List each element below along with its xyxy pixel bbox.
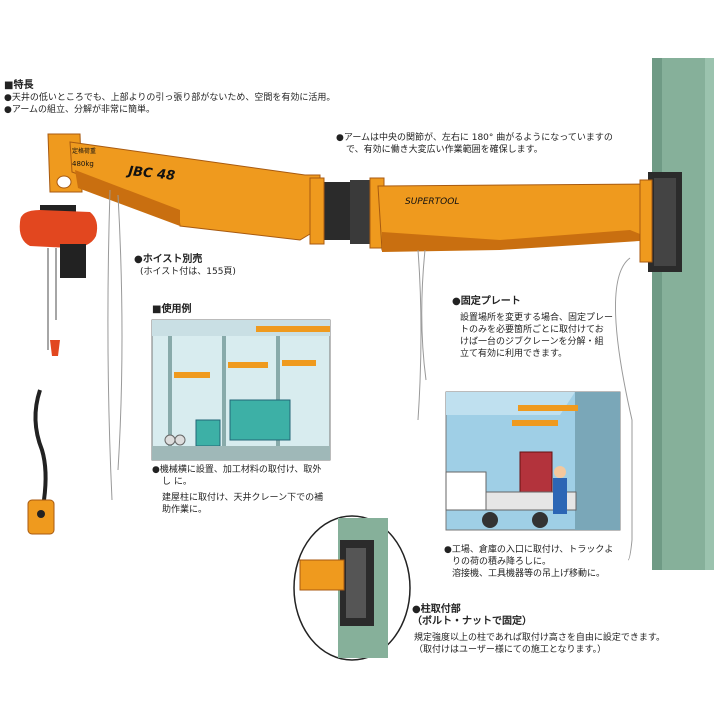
mount-detail	[293, 515, 411, 661]
features-heading: ■特長	[4, 80, 34, 91]
feature-bullet-2: ●アームの組立、分解が非常に簡単。	[4, 105, 156, 115]
feature-bullet-1: ●天井の低いところでも、上部よりの引っ張り部がないため、空間を有効に活用。	[4, 93, 336, 103]
usage-caption-1: ●機械横に設置、加工材料の取付け、取外	[152, 465, 322, 475]
mount-title-1: ●柱取付部	[412, 604, 461, 615]
usage-caption-3: 建屋柱に取付け、天井クレーン下での補	[162, 493, 324, 503]
capacity-value: 480kg	[72, 160, 94, 168]
truck-caption-1: ●工場、倉庫の入口に取付け、トラックよ	[444, 545, 614, 555]
mount-line-2: （取付けはユーザー様にての施工となります。）	[414, 645, 607, 655]
plate-title: ●固定プレート	[452, 296, 521, 307]
mount-line-1: 規定強度以上の柱であれば取付け高さを自由に設定できます。	[414, 633, 666, 643]
usage-caption-4: 助作業に。	[162, 505, 208, 515]
model-label: JBC 48	[125, 164, 176, 184]
usage-example-panel	[151, 319, 331, 461]
cable-loops	[107, 189, 633, 561]
truck-example-panel	[445, 391, 621, 531]
plate-line-4: 立て有効に利用できます。	[460, 349, 568, 359]
arm-note-line-2: で、有効に働き大変広い作業範囲を確保します。	[346, 145, 543, 155]
hoist-title: ●ホイスト別売	[134, 254, 203, 265]
plate-line-2: トのみを必要箇所ごとに取付けてお	[460, 325, 604, 335]
capacity-label: 定格荷重	[72, 147, 96, 155]
mount-title-2: （ボルト・ナットで固定）	[412, 616, 532, 627]
column-right	[652, 58, 714, 570]
plate-line-1: 設置場所を変更する場合、固定プレー	[460, 313, 614, 323]
hoist-note: (ホイスト付は、155頁)	[140, 267, 236, 277]
brand-logo: SUPERTOOL	[405, 197, 459, 207]
arm-note-line-1: ●アームは中央の関節が、左右に 180° 曲がるようになっていますの	[336, 133, 613, 143]
truck-caption-3: 溶接機、工具機器等の吊上げ移動に。	[452, 569, 606, 579]
truck-caption-2: りの荷の積み降ろしに。	[452, 557, 552, 567]
usage-heading: ■使用例	[152, 304, 192, 315]
usage-caption-2: し に。	[162, 477, 192, 487]
plate-line-3: けば一台のジブクレーンを分解・組	[460, 337, 604, 347]
hoist	[19, 205, 98, 535]
jib-arm	[47, 133, 682, 272]
